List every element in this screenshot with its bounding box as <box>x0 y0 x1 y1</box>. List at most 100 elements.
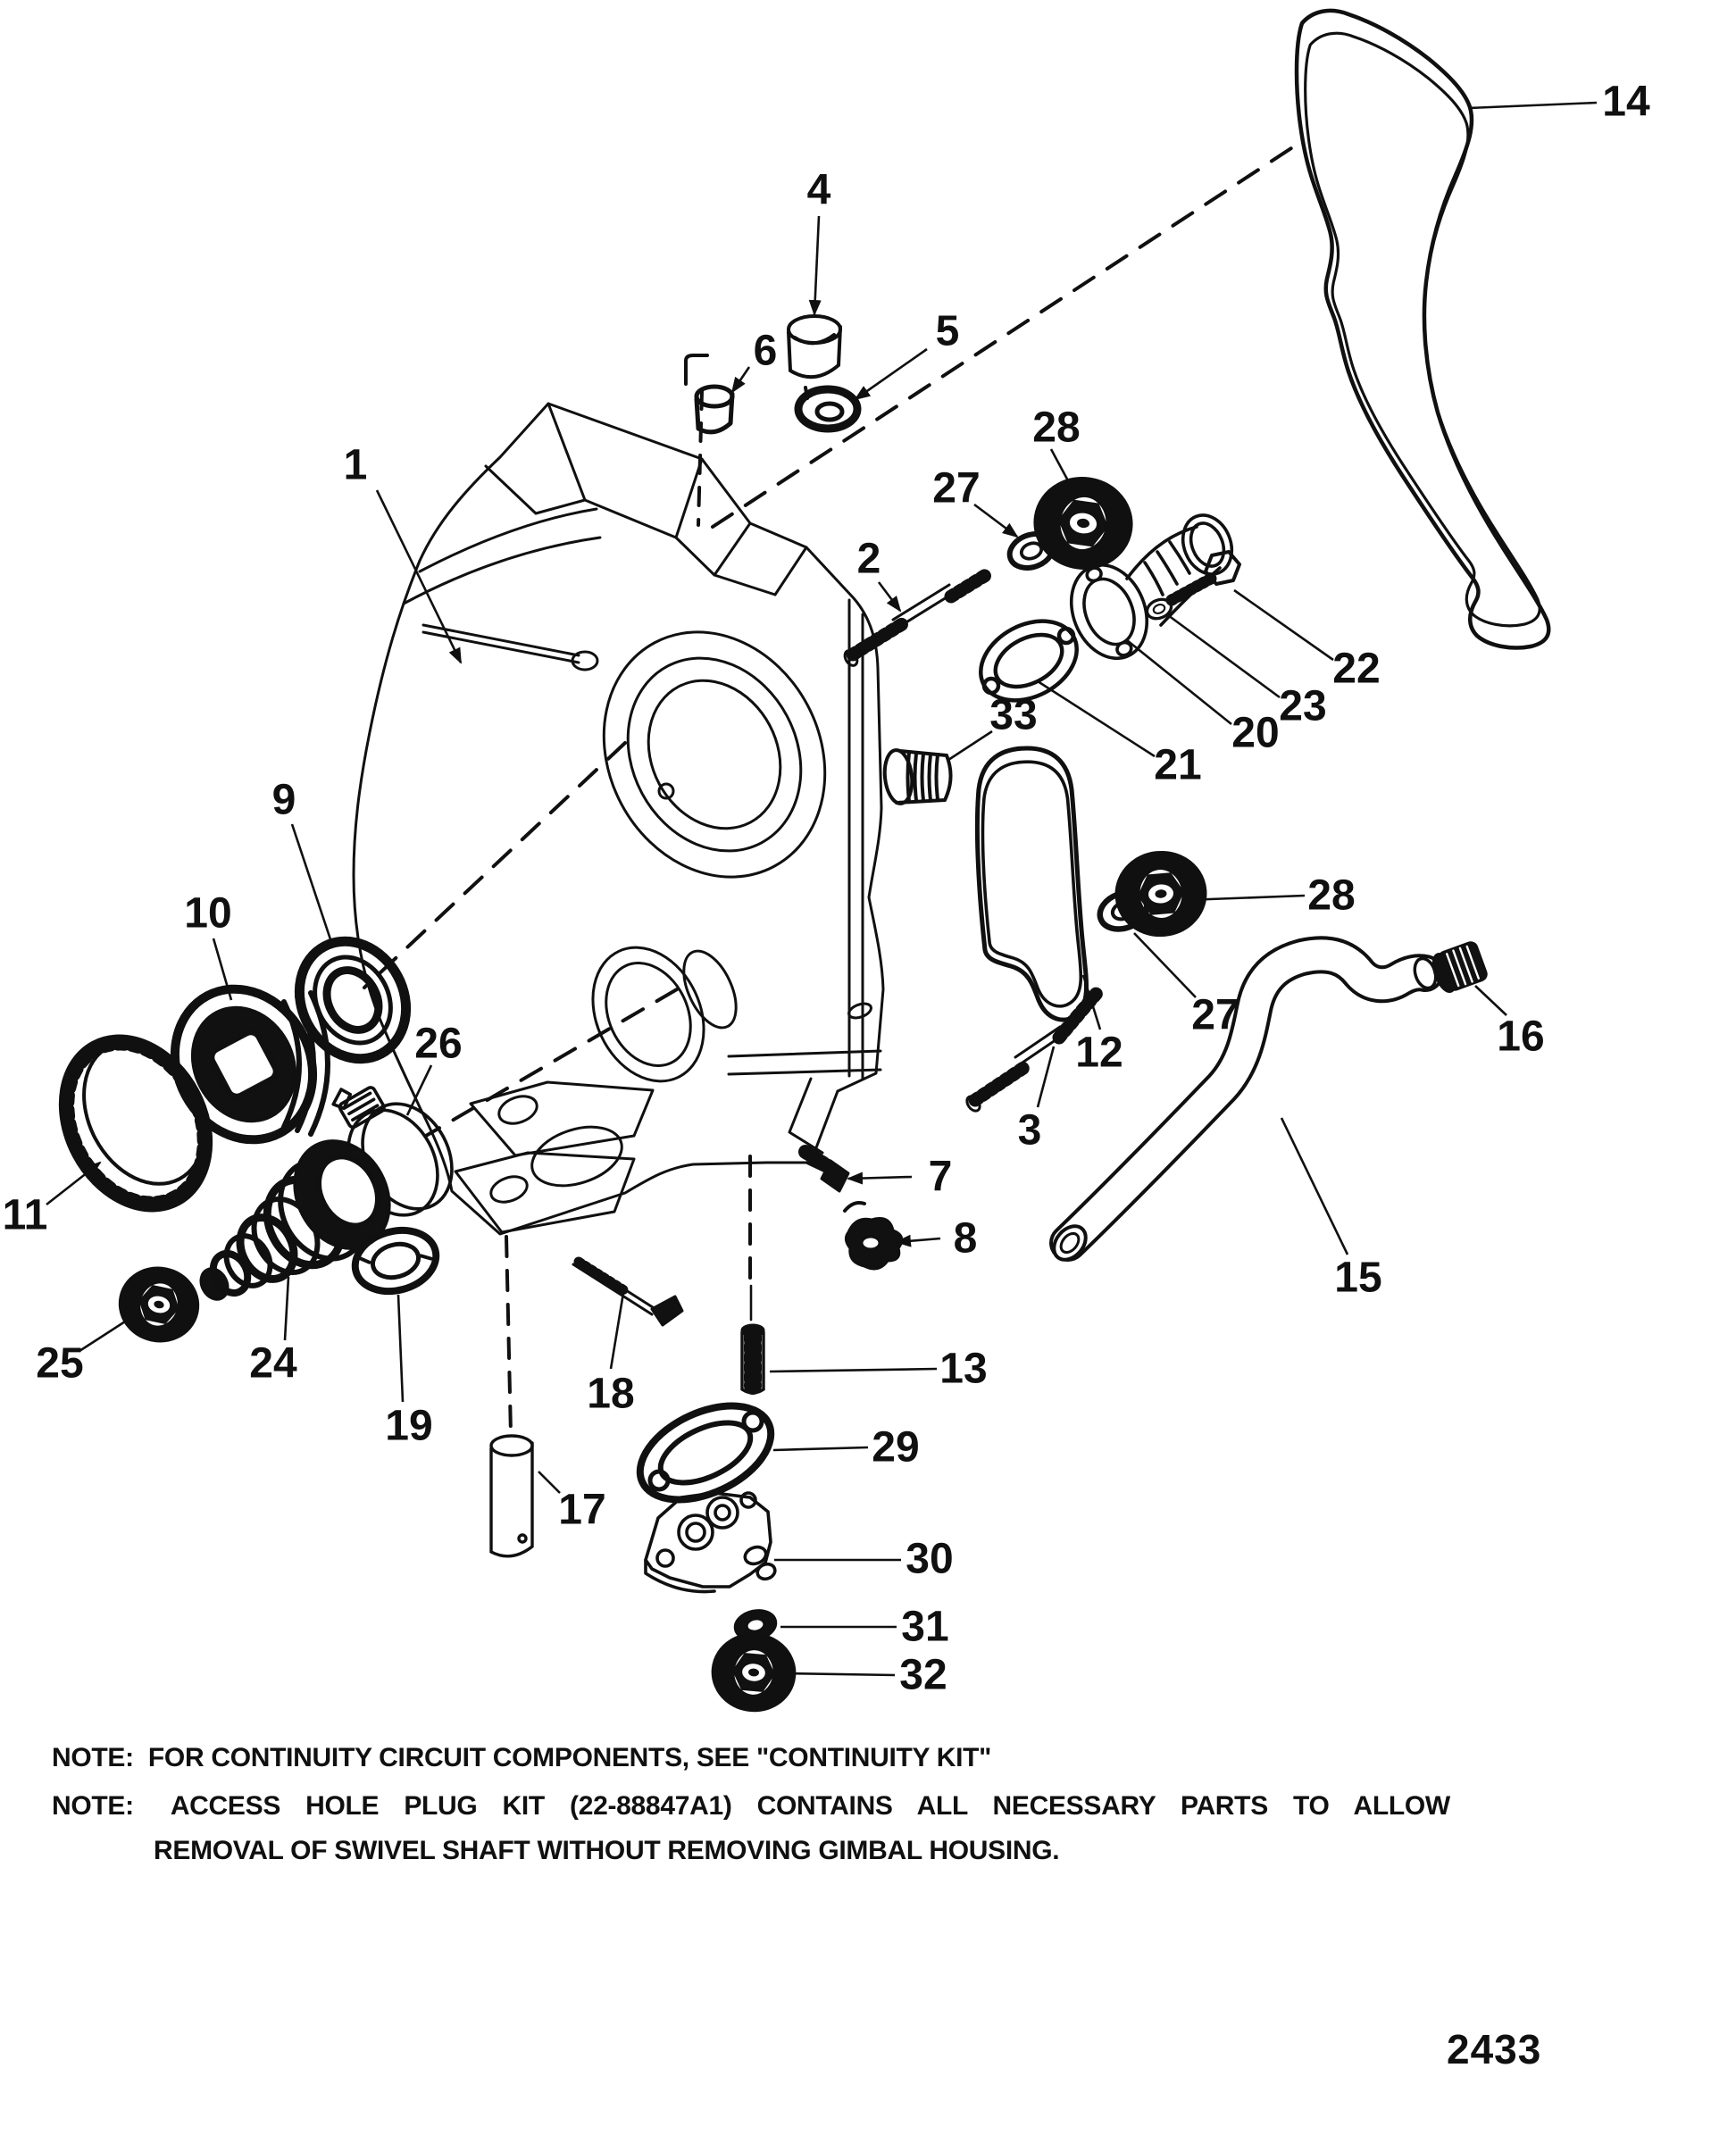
callout-leader-27 <box>1133 932 1197 998</box>
part-11-clamp-ring-drawing <box>58 1034 213 1213</box>
callout-label-13: 13 <box>939 1346 987 1393</box>
callout-leader-26 <box>405 1064 433 1116</box>
callout-leader-19 <box>396 1294 405 1403</box>
callout-leader-3 <box>1036 1046 1056 1108</box>
callout-leader-28 <box>1049 448 1079 498</box>
callout-label-25: 25 <box>36 1340 83 1388</box>
callout-leader-22 <box>1233 588 1334 662</box>
callout-label-10: 10 <box>184 890 231 938</box>
callout-leader-33 <box>947 730 993 762</box>
part-31-washer-drawing <box>733 1609 778 1641</box>
part-13-stud-drawing <box>740 1323 765 1395</box>
part-30-cover-drawing <box>644 1491 777 1594</box>
callout-label-30: 30 <box>906 1536 953 1583</box>
callout-leader-5 <box>854 347 928 401</box>
part-28-nut-upper-drawing <box>1056 499 1110 547</box>
callout-leader-2 <box>877 581 902 613</box>
part-28-nut-lower-drawing <box>1137 872 1185 915</box>
callout-label-23: 23 <box>1279 683 1326 730</box>
callout-leader-15 <box>1280 1117 1349 1255</box>
callout-leader-13 <box>769 1367 938 1373</box>
part-6-bushing-drawing <box>694 384 735 435</box>
callout-leader-21 <box>1037 680 1156 758</box>
part-8-clip-drawing <box>843 1201 904 1271</box>
callout-leader-23 <box>1167 613 1281 699</box>
callout-leader-32 <box>780 1672 896 1677</box>
callout-leader-16 <box>1474 985 1507 1016</box>
part-29-gasket-drawing <box>636 1402 775 1504</box>
callout-label-22: 22 <box>1332 646 1380 693</box>
callout-label-29: 29 <box>872 1424 919 1472</box>
callout-label-20: 20 <box>1231 710 1279 757</box>
callout-leader-27 <box>973 503 1019 538</box>
callout-label-12: 12 <box>1075 1030 1123 1077</box>
part-16-plug-drawing <box>1431 941 1488 993</box>
part-14-gasket-drawing <box>1294 8 1551 650</box>
callout-label-2: 2 <box>857 536 881 583</box>
callout-label-26: 26 <box>414 1021 462 1068</box>
part-32-nut-drawing <box>731 1653 775 1692</box>
note-continuity-kit: NOTE: FOR CONTINUITY CIRCUIT COMPONENTS,… <box>52 1743 992 1772</box>
callout-leader-7 <box>847 1172 913 1185</box>
callout-leader-11 <box>46 1161 102 1206</box>
callout-leader-28 <box>1184 893 1306 906</box>
part-18-screw-drawing <box>572 1256 684 1327</box>
callout-label-8: 8 <box>954 1215 978 1263</box>
callout-leader-12 <box>1081 974 1102 1030</box>
callout-label-28: 28 <box>1032 404 1080 452</box>
callout-leader-10 <box>212 938 233 1001</box>
callout-leader-4 <box>808 215 822 316</box>
callout-label-14: 14 <box>1602 79 1650 126</box>
callout-leader-9 <box>290 823 334 946</box>
callout-label-27: 27 <box>932 465 980 513</box>
callout-leader-25 <box>79 1312 139 1353</box>
part-15-hose-drawing <box>1049 936 1444 1262</box>
callout-label-6: 6 <box>754 328 778 375</box>
part-2-stud-drawing <box>843 568 993 667</box>
assembly-axis-lines <box>363 146 1293 1436</box>
callout-label-1: 1 <box>344 442 368 489</box>
callout-label-17: 17 <box>558 1487 605 1534</box>
callout-label-21: 21 <box>1154 742 1201 789</box>
callout-label-24: 24 <box>249 1340 297 1388</box>
callout-leader-6 <box>730 366 751 394</box>
callout-label-9: 9 <box>272 777 296 824</box>
page-number: 2433 <box>1447 2026 1542 2072</box>
part-17-pin-drawing <box>489 1434 534 1558</box>
callout-label-31: 31 <box>901 1604 948 1651</box>
callout-label-16: 16 <box>1497 1013 1544 1061</box>
part-25-nut-drawing <box>137 1284 182 1326</box>
part-1-gimbal-housing-drawing <box>352 402 885 1236</box>
part-21-gasket-drawing <box>979 619 1079 703</box>
callout-leader-29 <box>772 1446 869 1452</box>
callout-label-11: 11 <box>3 1192 48 1239</box>
part-22-bolt-drawing <box>1165 550 1241 606</box>
callout-label-27: 27 <box>1191 992 1239 1039</box>
part-24-bellows-drawing <box>199 1139 391 1301</box>
part-4-cap-drawing <box>787 314 842 400</box>
part-12-gasket-drawing <box>974 746 1089 1022</box>
callout-leader-20 <box>1126 638 1232 726</box>
callout-label-19: 19 <box>385 1403 432 1450</box>
callout-leader-18 <box>609 1292 625 1370</box>
part-33-pipe-plug-drawing <box>882 748 953 805</box>
part-19-seal-ring-drawing <box>351 1226 440 1296</box>
callout-label-18: 18 <box>587 1371 634 1418</box>
callout-label-7: 7 <box>929 1154 953 1201</box>
callout-label-15: 15 <box>1334 1255 1381 1302</box>
part-7-vent-screw-drawing <box>798 1145 850 1193</box>
callout-label-4: 4 <box>807 167 831 214</box>
note-access-hole-plug-kit-line2: REMOVAL OF SWIVEL SHAFT WITHOUT REMOVING… <box>154 1836 1060 1865</box>
callout-leader-14 <box>1468 101 1598 110</box>
note-access-hole-plug-kit-line1: NOTE: ACCESS HOLE PLUG KIT (22-88847A1) … <box>52 1791 1450 1821</box>
callout-leader-8 <box>895 1234 941 1247</box>
callout-leader-24 <box>283 1276 290 1341</box>
callout-label-3: 3 <box>1018 1107 1042 1155</box>
callout-layer: 1234567891011121314151617181920212223242… <box>3 79 1650 1699</box>
callout-label-5: 5 <box>936 308 960 355</box>
callout-leader-17 <box>538 1471 561 1494</box>
callout-label-33: 33 <box>989 692 1037 739</box>
callout-label-28: 28 <box>1307 872 1355 920</box>
part-5-seal-drawing <box>794 385 862 433</box>
